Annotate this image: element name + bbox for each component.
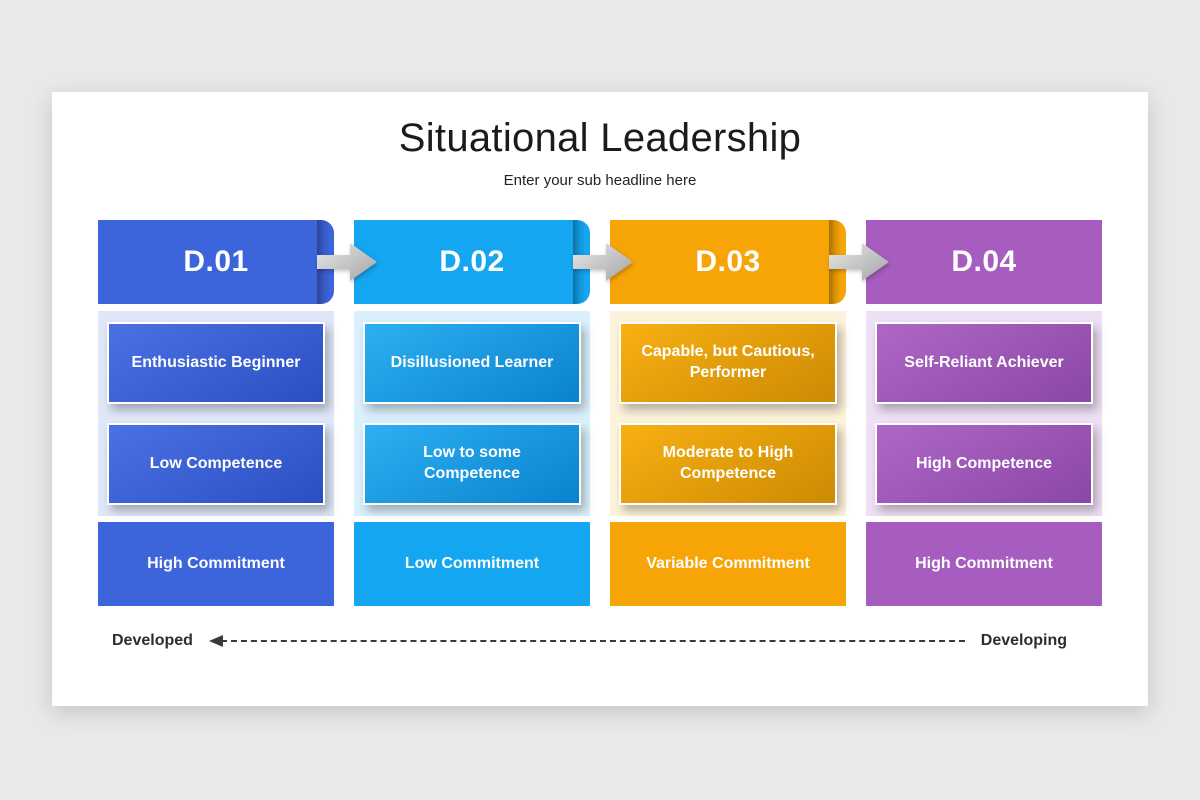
- stage-header-label: D.01: [183, 245, 249, 278]
- stage-panel-d03: Capable, but Cautious, Performer Moderat…: [610, 311, 846, 516]
- card-label: Performer: [689, 364, 767, 381]
- stage-header-d01: D.01: [98, 220, 377, 304]
- info-card: High Competence: [875, 423, 1093, 505]
- commitment-bar-d03: Variable Commitment: [610, 522, 846, 606]
- page-subtitle: Enter your sub headline here: [503, 172, 697, 189]
- developed-label: Developed: [112, 632, 193, 649]
- card-label: Low Competence: [149, 454, 283, 472]
- stage-column-d04: D.04 Self-Reliant Achiever High Competen…: [866, 220, 1102, 606]
- card-label: Enthusiastic Beginner: [131, 353, 301, 371]
- card-label: Competence: [423, 465, 521, 482]
- info-card: Low to some Competence: [363, 423, 581, 505]
- stage-panel-d01: Enthusiastic Beginner Low Competence: [98, 311, 334, 516]
- card-label: Moderate to High: [662, 444, 794, 462]
- commitment-bar-label: Variable Commitment: [646, 555, 810, 572]
- commitment-bar-label: Low Commitment: [404, 555, 540, 572]
- info-card: Self-Reliant Achiever: [875, 322, 1093, 404]
- commitment-bar-d01: High Commitment: [98, 522, 334, 606]
- stage-column-d02: D.02 Disillusioned Learner Low to some C…: [354, 220, 633, 606]
- card-label: Low to some: [423, 444, 521, 462]
- commitment-bar-label: High Commitment: [147, 555, 285, 572]
- developing-label: Developing: [980, 632, 1067, 649]
- slide: Situational Leadership Enter your sub he…: [52, 92, 1148, 706]
- stage-header-label: D.02: [439, 245, 505, 278]
- right-arrow-icon: [317, 243, 377, 281]
- dashed-line: [220, 640, 965, 642]
- axis-line: [208, 635, 965, 647]
- info-card: Moderate to High Competence: [619, 423, 837, 505]
- info-card: Disillusioned Learner: [363, 322, 581, 404]
- info-card: Capable, but Cautious, Performer: [619, 322, 837, 404]
- info-card: Enthusiastic Beginner: [107, 322, 325, 404]
- page-title: Situational Leadership: [398, 116, 802, 160]
- development-axis: Developed Developing: [112, 632, 1067, 650]
- stage-header-d04: D.04: [866, 220, 1102, 304]
- stage-header-d03: D.03: [610, 220, 889, 304]
- card-label: Competence: [679, 465, 777, 482]
- stage-column-d03: D.03 Capable, but Cautious, Performer Mo…: [610, 220, 889, 606]
- stage-panel-d02: Disillusioned Learner Low to some Compet…: [354, 311, 590, 516]
- stage-panel-d04: Self-Reliant Achiever High Competence: [866, 311, 1102, 516]
- info-card: Low Competence: [107, 423, 325, 505]
- stage-grid: D.01 Enthusiastic Beginner Low Competenc…: [52, 220, 1148, 606]
- card-label: High Competence: [915, 454, 1052, 472]
- card-label: Self-Reliant Achiever: [904, 353, 1064, 371]
- stage-header-label: D.03: [695, 245, 761, 278]
- commitment-bar-d04: High Commitment: [866, 522, 1102, 606]
- left-arrow-icon: [208, 635, 223, 647]
- stage-header-label: D.04: [951, 245, 1017, 278]
- stage-column-d01: D.01 Enthusiastic Beginner Low Competenc…: [98, 220, 377, 606]
- card-label: Capable, but Cautious,: [641, 343, 815, 361]
- right-arrow-icon: [573, 243, 633, 281]
- right-arrow-icon: [829, 243, 889, 281]
- commitment-bar-label: High Commitment: [915, 555, 1053, 572]
- stage-header-d02: D.02: [354, 220, 633, 304]
- commitment-bar-d02: Low Commitment: [354, 522, 590, 606]
- card-label: Disillusioned Learner: [390, 353, 554, 371]
